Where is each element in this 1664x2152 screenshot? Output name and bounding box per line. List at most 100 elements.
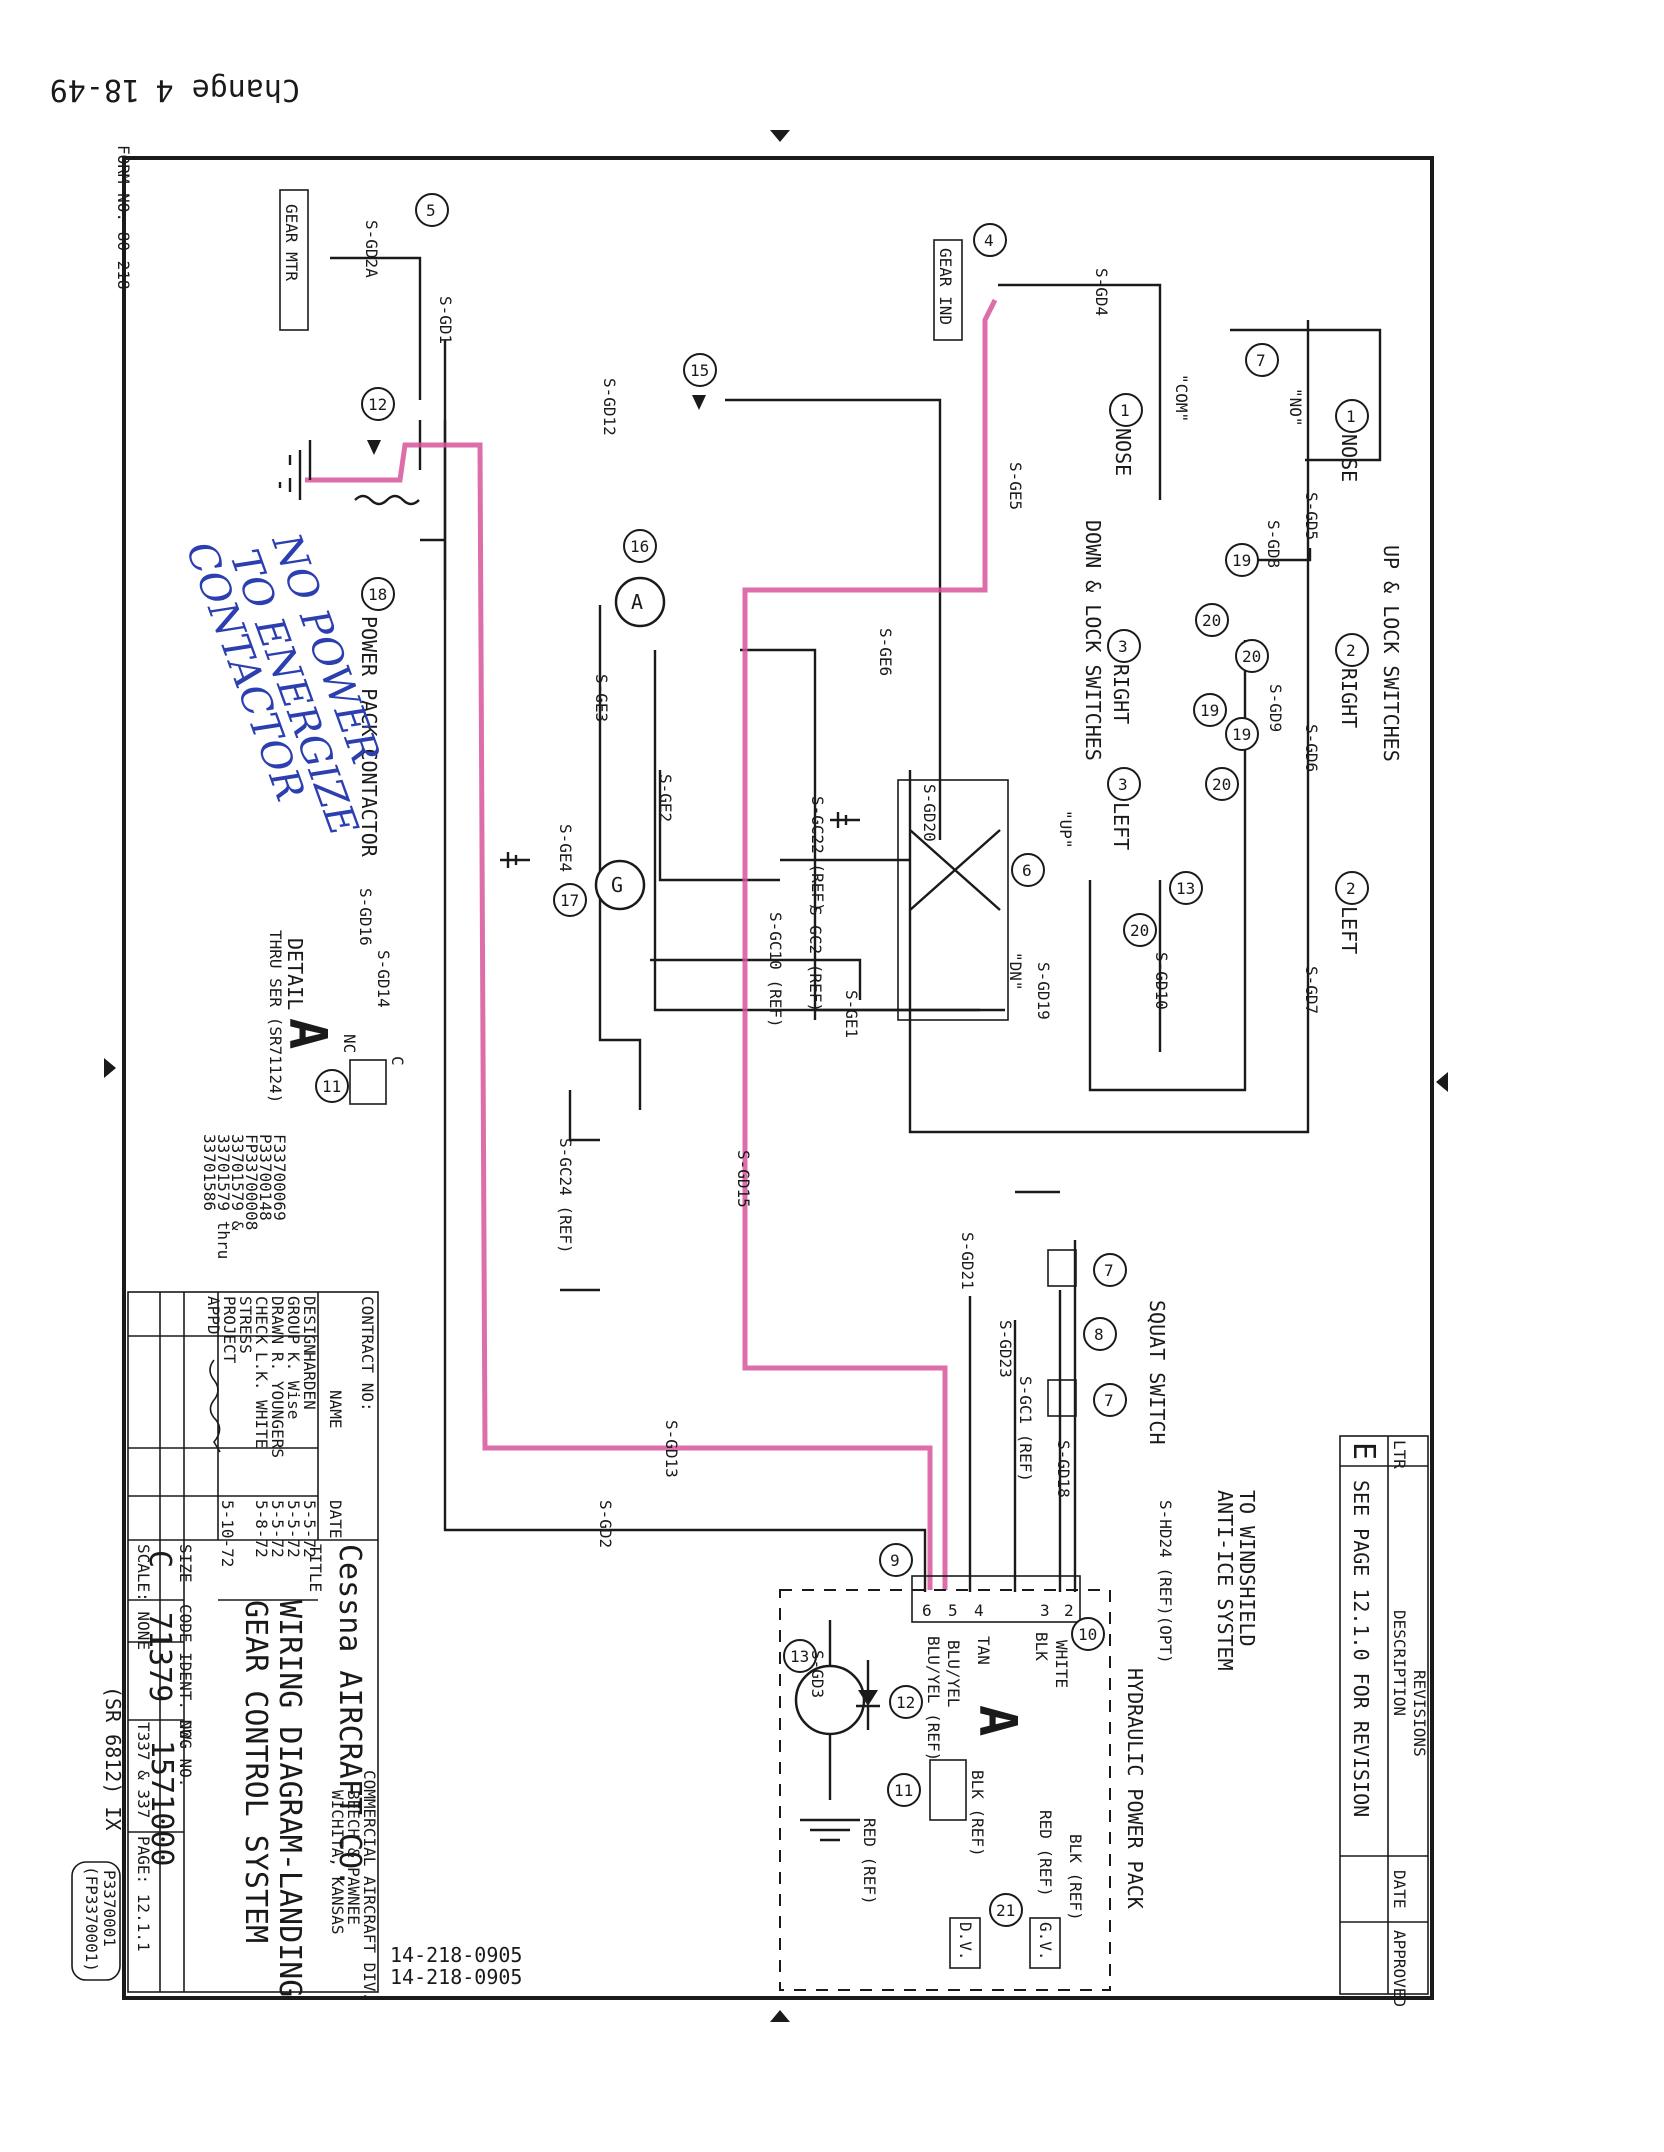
callout-20-c: 20 [1205, 767, 1239, 801]
callout-15: 15 [683, 353, 717, 387]
svg-text:11: 11 [894, 1781, 913, 1800]
c-label: C [388, 1056, 407, 1066]
company-name: Cessna AIRCRAFT CO. [332, 1544, 367, 1887]
terminal-block: 6 5 4 3 2 [911, 1575, 1081, 1623]
left-center-mark [104, 1058, 116, 1078]
gear-ind-box [933, 239, 963, 341]
title-row-drawn: DRAWN R. YOUNGERS 5-5-72 [268, 1296, 287, 1558]
wire-hd24: S-HD24 (REF)(OPT) [1156, 1500, 1175, 1664]
squat-switch-box-2 [1047, 1379, 1077, 1417]
ground-symbol-pump [800, 1818, 860, 1842]
right-center-mark [1436, 1072, 1448, 1092]
wire-gd19: S-GD19 [1034, 962, 1053, 1020]
tan-wire-label: TAN [974, 1636, 993, 1665]
drawing-title-line-2: GEAR CONTROL SYSTEM [238, 1600, 273, 1943]
svg-text:1: 1 [1346, 407, 1356, 426]
wire-ge1: S-GE1 [842, 990, 861, 1038]
ground-symbol-contactor-coil [278, 470, 302, 500]
svg-text:17: 17 [560, 891, 579, 910]
svg-text:15: 15 [690, 361, 709, 380]
name-column-label: NAME [326, 1390, 345, 1429]
title-label: TITLE [306, 1544, 325, 1592]
svg-text:3: 3 [1118, 637, 1128, 656]
callout-7-upper: 7 [1245, 343, 1279, 377]
row-name: HARDEN [300, 1352, 319, 1410]
callout-8: 8 [1083, 1317, 1117, 1351]
wire-gd18: S-GD18 [1054, 1440, 1073, 1498]
callout-13-upper: 13 [1169, 871, 1203, 905]
nose-up-label: NOSE [1337, 434, 1361, 482]
revision-description: SEE PAGE 12.1.0 FOR REVISION [1349, 1480, 1373, 1817]
svg-text:10: 10 [1078, 1625, 1097, 1644]
svg-text:20: 20 [1130, 921, 1149, 940]
dn-contact-label: "DN" [1006, 952, 1025, 991]
diode-15 [692, 395, 706, 410]
callouts: 1 1 2 2 3 3 4 5 6 7 7 7 8 9 10 11 11 12 … [315, 193, 1369, 1927]
gv-valve-box [1029, 1917, 1061, 1969]
wire-ge5: S-GE5 [1006, 462, 1025, 510]
page-header: Change 4 18-49 [50, 72, 300, 107]
svg-text:G: G [611, 873, 623, 897]
terminal-3: 3 [1040, 1601, 1050, 1620]
row-date: 5-5-72 [300, 1500, 319, 1558]
hydraulic-power-pack-label: HYDRAULIC POWER PACK [1123, 1668, 1147, 1909]
callout-18: 18 [361, 577, 395, 611]
drawing-title-line-1: WIRING DIAGRAM-LANDING [272, 1600, 307, 1997]
revisions-col-approved: APPROVED [1390, 1930, 1409, 2007]
dv-valve-box [949, 1917, 981, 1969]
svg-text:13: 13 [1176, 879, 1195, 898]
gv-label: G.V. [1036, 1922, 1055, 1961]
company-division-2: BEECH & PAWNEE [344, 1790, 363, 1925]
svg-text:A: A [631, 590, 643, 614]
svg-text:7: 7 [1104, 1261, 1114, 1280]
no-contact-label: "NO" [1286, 388, 1305, 427]
gear-mtr-label: GEAR MTR [282, 204, 301, 281]
wire-gc24: S-GC24 (REF) [556, 1138, 575, 1254]
callout-12-pack: 12 [889, 1685, 923, 1719]
row-name: R. YOUNGERS [268, 1352, 287, 1458]
row-role: DESIGN [300, 1296, 319, 1354]
revisions-col-ltr: LTR [1390, 1440, 1409, 1469]
callout-1-nose-up: 1 [1335, 399, 1369, 433]
wire-gd5: S-GD5 [1302, 492, 1321, 540]
top-center-mark [770, 130, 790, 142]
handwritten-note: NO POWER TO ENERGIZE CONTACTOR [177, 527, 389, 842]
svg-text:16: 16 [630, 537, 649, 556]
code-ident-value: 71379 [142, 1612, 177, 1702]
svg-text:12: 12 [896, 1693, 915, 1712]
company-division: COMMERCIAL AIRCRAFT DIV. [360, 1770, 379, 2001]
wire-ge3: S-GE3 [592, 674, 611, 722]
svg-text:12: 12 [368, 395, 387, 414]
wire-gd2a: S-GD2A [362, 220, 381, 278]
wire-ge6: S-GE6 [876, 628, 895, 676]
callout-11-detail: 11 [315, 1069, 349, 1103]
page-number: PAGE: 12.1.1 [134, 1836, 153, 1952]
callout-11-pack: 11 [887, 1773, 921, 1807]
highlighted-circuit [305, 298, 998, 1590]
serial-entry: FP33700008 [242, 1134, 261, 1230]
wire-gc1: S-GC1 (REF) [1016, 1376, 1035, 1482]
svg-text:18: 18 [368, 585, 387, 604]
svg-text:19: 19 [1200, 701, 1219, 720]
blu-yel-ref-wire-label: BLU/YEL (REF) [924, 1636, 943, 1761]
callout-20-b: 20 [1235, 639, 1269, 673]
row-name: L.K. WHITE [252, 1352, 271, 1448]
red-ref-wire-label: RED (REF) [1036, 1810, 1055, 1897]
svg-text:20: 20 [1202, 611, 1221, 630]
svg-text:4: 4 [984, 231, 994, 250]
wire-gd14: S-GD14 [374, 950, 393, 1008]
row-role: PROJECT [220, 1296, 239, 1364]
right-down-label: RIGHT [1109, 664, 1133, 724]
callout-19-a: 19 [1225, 543, 1259, 577]
terminal-4: 4 [974, 1601, 984, 1620]
svg-text:11: 11 [322, 1077, 341, 1096]
callout-20-d: 20 [1123, 913, 1157, 947]
document-number-1: 14-218-0905 [390, 1943, 522, 1967]
wire-gd12: S-GD12 [600, 378, 619, 436]
title-block: CONTRACT NO: NAME DATE DESIGN HARDEN 5-5… [71, 1291, 522, 2001]
svg-text:21: 21 [996, 1901, 1015, 1920]
wire-gd9: S-GD9 [1266, 684, 1285, 732]
callout-9: 9 [879, 1543, 913, 1577]
page-reference: 18-49 [50, 72, 140, 107]
wire-gd13: S-GD13 [662, 1420, 681, 1478]
